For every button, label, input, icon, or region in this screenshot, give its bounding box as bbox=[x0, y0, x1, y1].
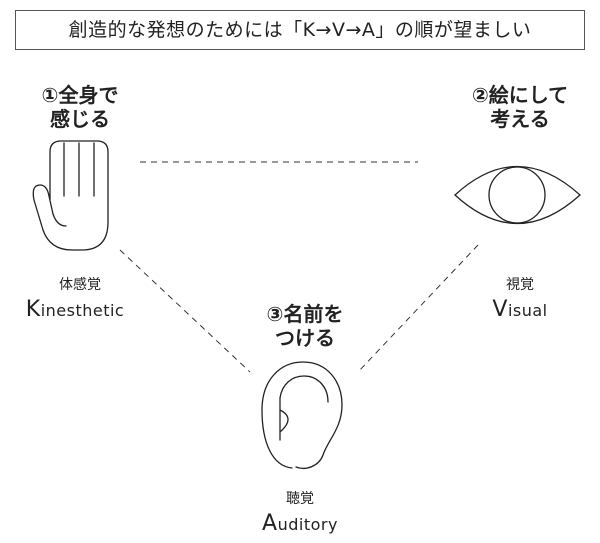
ear-icon bbox=[261, 361, 343, 470]
connector-kinesthetic-auditory bbox=[119, 249, 251, 373]
auditory-label-en: Auditory bbox=[262, 511, 338, 536]
visual-heading-line2: 考える bbox=[490, 107, 550, 131]
hand-icon bbox=[32, 140, 109, 251]
eye-icon bbox=[454, 166, 581, 224]
auditory-label-ja: 聴覚 bbox=[286, 491, 314, 507]
kinesthetic-label-ja: 体感覚 bbox=[59, 277, 101, 293]
auditory-heading-line1: ③名前を bbox=[266, 302, 344, 326]
kinesthetic-heading-line2: 感じる bbox=[50, 107, 110, 131]
visual-label-ja: 視覚 bbox=[506, 277, 534, 293]
kinesthetic-heading-line1: ①全身で bbox=[41, 83, 119, 107]
visual-heading: ②絵にして 考える bbox=[460, 83, 580, 131]
connector-visual-auditory bbox=[357, 244, 479, 373]
kinesthetic-heading: ①全身で 感じる bbox=[20, 83, 140, 131]
auditory-heading: ③名前を つける bbox=[245, 302, 365, 350]
visual-label-en: Visual bbox=[492, 297, 548, 322]
kinesthetic-label-en: Kinesthetic bbox=[25, 297, 125, 322]
visual-heading-line1: ②絵にして bbox=[471, 83, 569, 107]
auditory-heading-line2: つける bbox=[275, 326, 335, 350]
diagram-title: 創造的な発想のためには「K→V→A」の順が望ましい bbox=[15, 10, 585, 50]
